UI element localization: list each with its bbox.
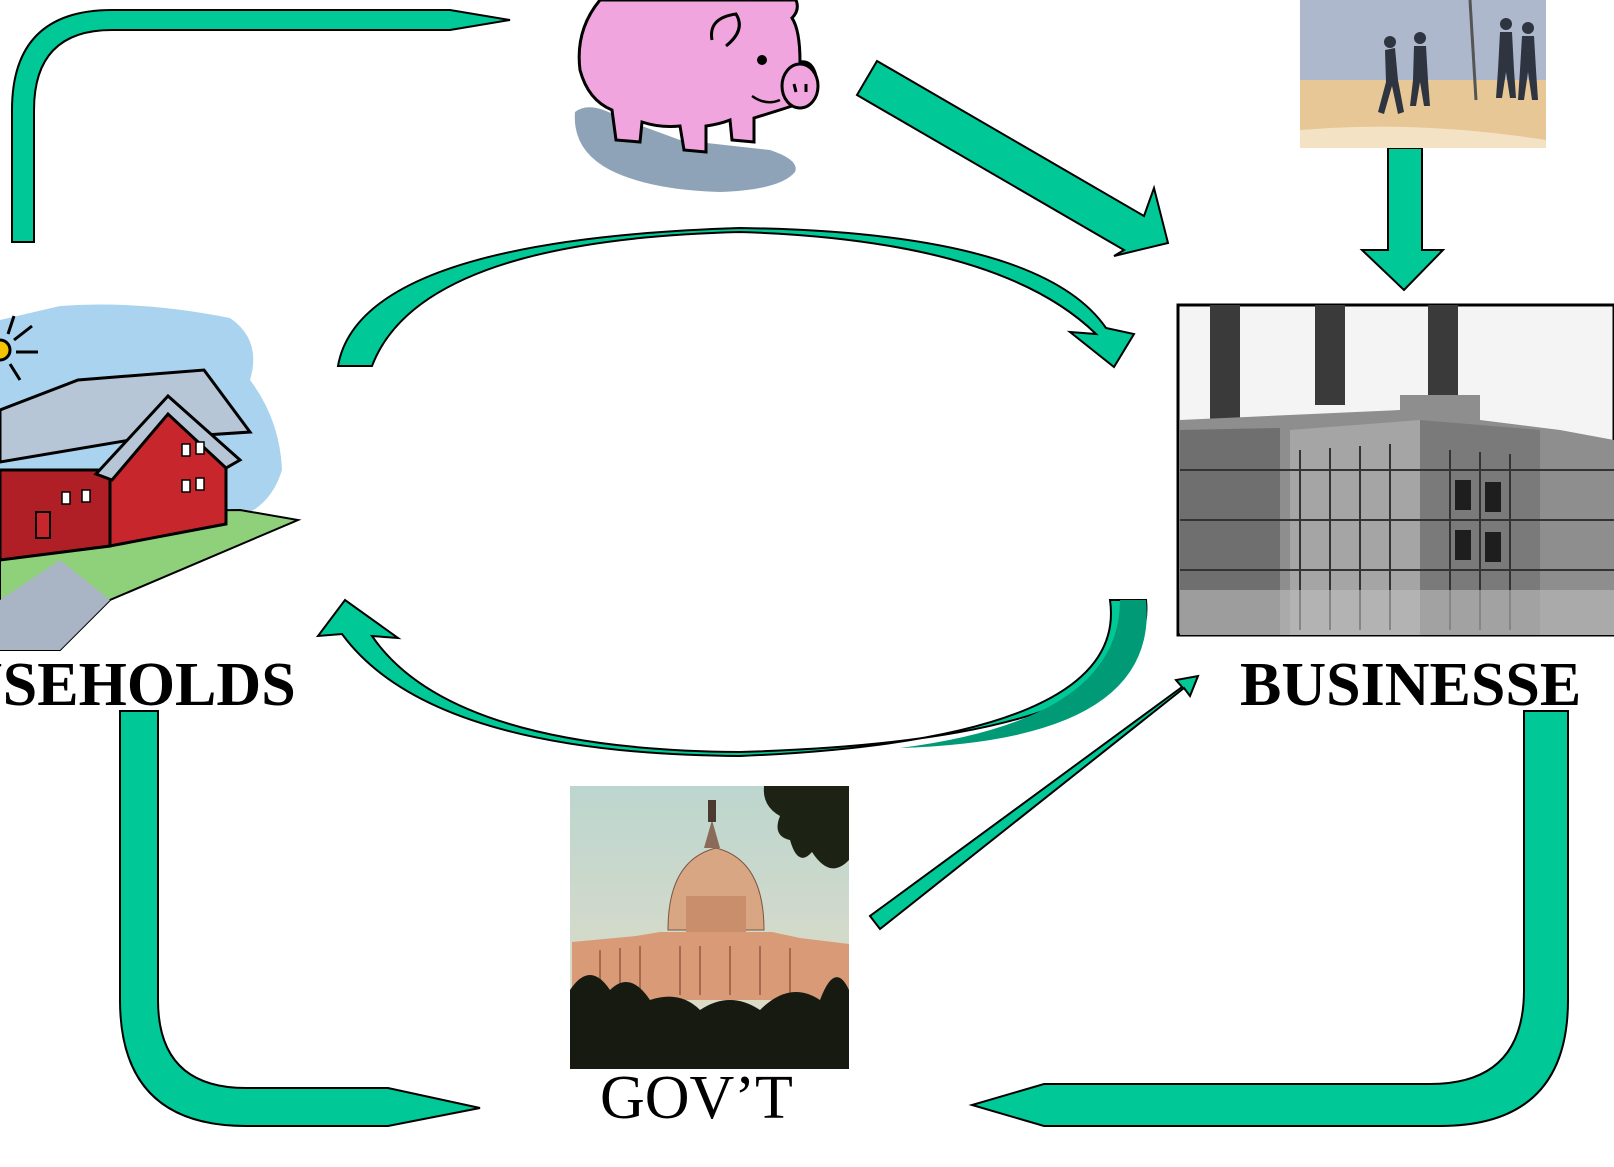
arrow-lower-curve: [315, 598, 1148, 758]
arrow-investment-to-businesses: [1359, 147, 1446, 292]
capitol-building: [572, 932, 849, 1000]
capitol-image: [570, 786, 849, 1069]
investment-people: [1378, 18, 1538, 114]
arrow-govt-to-businesses: [868, 674, 1200, 931]
house-driveway: [0, 560, 110, 650]
investment-image: [1300, 0, 1546, 148]
piggy-bank-image: [574, 0, 820, 192]
arrow-upper-curve: [336, 226, 1136, 369]
pig-mouth: [751, 94, 781, 104]
pig-ear: [710, 12, 741, 48]
flow-arrows: [11, 9, 1569, 1127]
sun-icon: [0, 315, 38, 381]
pig-body: [577, 0, 818, 154]
households-label: USEHOLDS: [0, 651, 296, 719]
factory-image: [1176, 303, 1614, 637]
arrow-savings-to-businesses: [855, 59, 1170, 257]
house-side-roof: [0, 368, 253, 464]
businesses-label: BUSINESSE: [1240, 651, 1582, 719]
arrow-businesses-to-govt: [968, 710, 1569, 1127]
government-label: GOV’T: [600, 1064, 793, 1132]
arrow-households-to-savings: [11, 9, 511, 243]
arrow-households-to-govt: [119, 710, 481, 1127]
house-door: [35, 511, 51, 539]
house-front-roof: [93, 393, 243, 482]
capitol-trees: [570, 975, 849, 1069]
house-side-wall: [0, 468, 112, 562]
pig-eye: [757, 55, 767, 65]
capitol-tree-top-right: [763, 786, 849, 869]
pig-nostrils: [792, 83, 808, 93]
households-image: [0, 304, 302, 651]
arrow-lower-curve-shade: [900, 600, 1147, 748]
investment-ground-shade: [1300, 126, 1546, 148]
pig-snout: [780, 62, 820, 110]
